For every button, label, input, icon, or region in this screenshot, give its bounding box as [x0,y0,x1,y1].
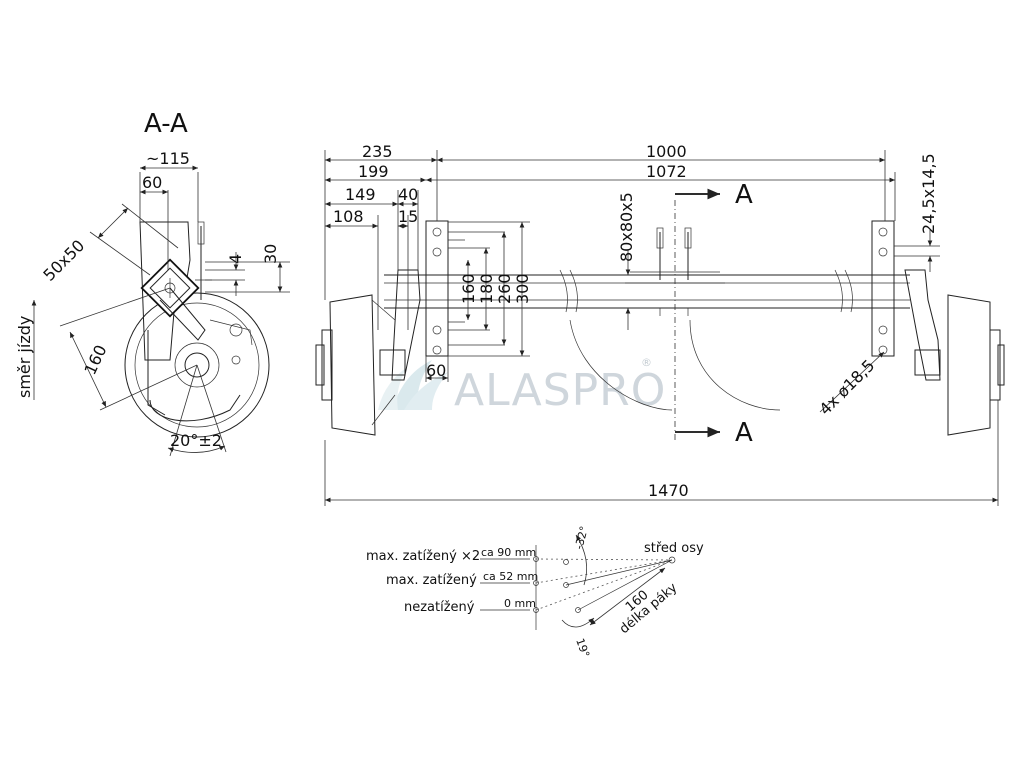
left-swing-arm [391,269,421,381]
dim-235: 235 [362,142,393,161]
watermark-text: ALASPRO [454,365,666,416]
side-view: směr jízdy ~115 60 50x50 [15,149,290,457]
front-view: A A 235 1000 199 1072 149 40 108 15 1470 [315,142,1005,506]
drum-outer [124,292,270,438]
lever-row-value-1: ca 90 mm [481,546,536,559]
dim-profile: 80x80x5 [617,192,636,262]
right-bracket [871,220,895,357]
dim-160-bracket: 160 [459,273,478,304]
watermark-registered: ® [641,356,652,369]
watermark-logo-icon [378,360,448,410]
side-dim-30: 30 [261,244,280,264]
side-dim-115: ~115 [146,149,190,168]
brake-shoe [149,394,241,422]
lever-diagram: max. zatížený ×2 ca 90 mm max. zatížený … [366,525,704,660]
dim-bolts: 4x ø18,5 [815,356,878,419]
dim-180: 180 [477,273,496,304]
dim-1000: 1000 [646,142,687,161]
side-dim-160: 160 [80,342,110,378]
dim-149: 149 [345,185,376,204]
lever-row-label-2: max. zatížený [386,573,477,588]
dim-108: 108 [333,207,364,226]
hub-center [184,352,210,378]
lever-center-label: střed osy [644,541,704,556]
side-dim-angle: 20°±2 [170,431,222,450]
side-dim-50x50: 50x50 [39,236,88,285]
dim-1470: 1470 [648,481,689,500]
left-drum [329,294,376,436]
dim-199: 199 [358,162,389,181]
lever-row-value-3: 0 mm [504,597,536,610]
lever-angle-top: -32° [572,525,591,551]
lever-angle-bottom: 19° [573,637,592,660]
direction-label: směr jízdy [15,316,34,398]
section-marker-bottom: A [735,418,753,448]
watermark: ALASPRO ® [378,356,666,416]
section-title: A-A [144,109,188,139]
drum-inner [134,302,260,428]
lever-row-label-3: nezatížený [404,600,475,615]
right-swing-arm [904,269,941,381]
dim-300: 300 [513,273,532,304]
right-drum [947,294,991,436]
dim-260: 260 [495,273,514,304]
left-bracket [425,220,449,357]
dim-1072: 1072 [646,162,687,181]
brake-plate [147,330,166,416]
lever-row-value-2: ca 52 mm [483,570,538,583]
lever-row-label-1: max. zatížený ×2 [366,549,480,564]
hub-circle [174,342,220,388]
dim-60-bracket: 60 [426,361,446,380]
section-marker-top: A [735,180,753,210]
dim-40: 40 [398,185,418,204]
side-dim-60: 60 [142,173,162,192]
side-dim-4: 4 [226,254,245,264]
dim-15: 15 [398,207,418,226]
dim-holes: 24,5x14,5 [919,153,938,234]
